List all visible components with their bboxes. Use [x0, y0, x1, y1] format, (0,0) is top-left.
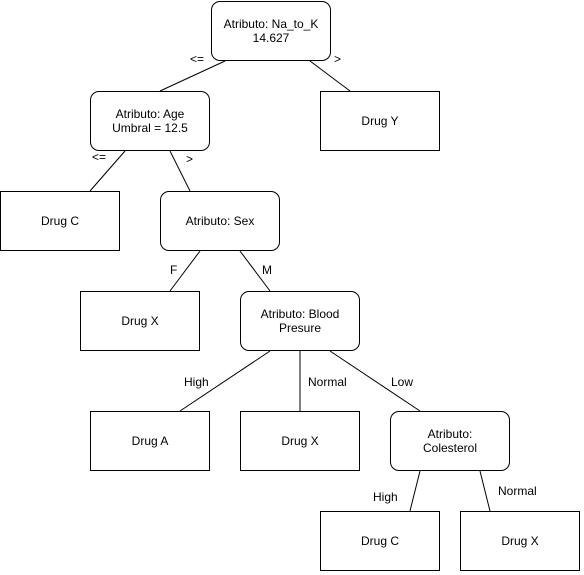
leaf-drug-x-bp-label: Drug X [281, 434, 319, 448]
edge-label-bp-drug-a: High [184, 375, 209, 389]
edge-sex-drug-x [169, 250, 201, 292]
edge-age-drug-c [89, 150, 126, 192]
node-age-attribute: Atributo: Age [115, 107, 185, 121]
node-na-to-k-attribute: Atributo: Na_to_K [223, 17, 319, 31]
edge-sex-bp [239, 250, 271, 292]
leaf-drug-x-chol-label: Drug X [501, 534, 539, 548]
node-blood-pressure-line1: Atributo: Blood [260, 307, 340, 321]
edge-root-age [159, 60, 226, 92]
node-age: Atributo: Age Umbral = 12.5 [90, 91, 210, 151]
edge-bp-chol [329, 350, 421, 412]
edge-label-age-drug-c: <= [92, 150, 107, 164]
node-age-threshold: Umbral = 12.5 [112, 121, 188, 135]
edge-label-bp-drug-x: Normal [308, 375, 347, 389]
leaf-drug-x-bp: Drug X [240, 411, 360, 471]
leaf-drug-x-chol: Drug X [460, 511, 580, 571]
edge-label-root-age: <= [190, 52, 205, 66]
leaf-drug-x-sex: Drug X [80, 291, 200, 351]
node-colesterol-line1: Atributo: [427, 427, 473, 441]
edge-label-chol-drug-c: High [373, 490, 398, 504]
node-sex-attribute: Atributo: Sex [185, 214, 255, 228]
node-sex: Atributo: Sex [160, 191, 280, 251]
edge-label-chol-drug-x: Normal [498, 484, 537, 498]
leaf-drug-a-label: Drug A [131, 434, 169, 448]
edge-chol-drug-x [479, 470, 491, 512]
edge-label-sex-drug-x: F [170, 263, 178, 277]
leaf-drug-y: Drug Y [320, 91, 440, 151]
leaf-drug-c-chol: Drug C [320, 511, 440, 571]
edge-label-sex-bp: M [262, 263, 272, 277]
leaf-drug-c-age-label: Drug C [40, 214, 79, 228]
node-na-to-k-threshold: 14.627 [252, 31, 290, 45]
edge-bp-drug-a [179, 350, 271, 412]
leaf-drug-c-chol-label: Drug C [360, 534, 399, 548]
edge-age-sex [169, 150, 191, 192]
node-colesterol: Atributo: Colesterol [390, 411, 510, 471]
edge-label-root-drug-y: > [334, 52, 342, 66]
edge-root-drug-y [309, 60, 351, 92]
edge-label-age-sex: > [186, 152, 194, 166]
edge-label-bp-chol: Low [391, 375, 414, 389]
node-blood-pressure: Atributo: Blood Presure [240, 291, 360, 351]
node-colesterol-line2: Colesterol [422, 441, 478, 455]
leaf-drug-y-label: Drug Y [361, 114, 399, 128]
node-blood-pressure-line2: Presure [278, 321, 322, 335]
leaf-drug-a: Drug A [90, 411, 210, 471]
leaf-drug-x-sex-label: Drug X [121, 314, 159, 328]
node-na-to-k: Atributo: Na_to_K 14.627 [211, 1, 331, 61]
edge-chol-drug-c [409, 470, 421, 512]
leaf-drug-c-age: Drug C [0, 191, 120, 251]
